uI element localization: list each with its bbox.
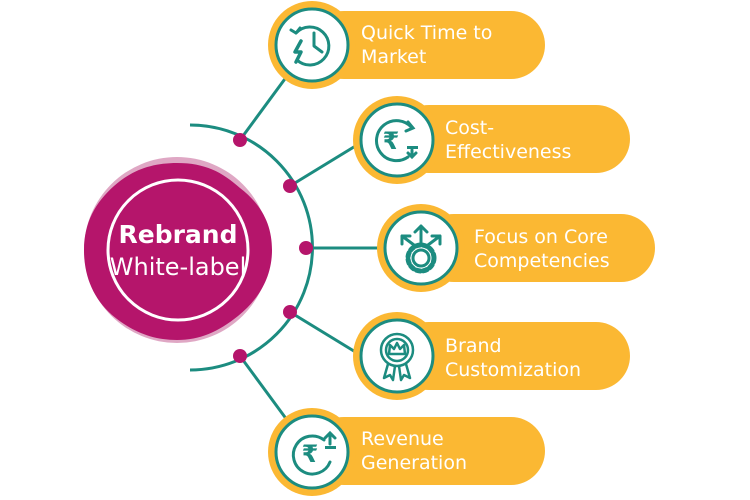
pill-brand <box>395 322 630 390</box>
hub-blob <box>84 163 272 340</box>
gear-arrows-icon <box>400 224 442 274</box>
rupee-cycle-icon <box>375 119 418 163</box>
center-subtitle: White-label <box>109 253 247 281</box>
rupee-growth-icon <box>291 430 337 476</box>
item-label-revenue: Revenue Generation <box>361 428 467 474</box>
connector-line-5 <box>238 355 292 425</box>
crown-badge-icon <box>379 332 415 382</box>
connector-line-4 <box>289 310 363 358</box>
connector-dot-3 <box>299 241 313 255</box>
pill-quick-time <box>310 11 545 79</box>
pill-focus <box>420 214 655 282</box>
rupee-glyph-1: ₹ <box>383 127 400 155</box>
rupee-glyph-5: ₹ <box>302 440 319 468</box>
connector-dot-5 <box>233 349 247 363</box>
connector-line-1 <box>238 71 292 141</box>
pill-cost <box>395 105 630 173</box>
connector-dot-2 <box>283 179 297 193</box>
hub-ring <box>106 178 250 322</box>
icon-circle-1 <box>268 1 356 89</box>
connector-dot-1 <box>233 133 247 147</box>
item-label-quick-time: Quick Time to Market <box>361 22 493 68</box>
central-hub <box>84 157 272 343</box>
icon-circle-2 <box>353 96 441 184</box>
connector-dot-4 <box>283 305 297 319</box>
icon-circle-3 <box>377 204 465 292</box>
center-title: Rebrand <box>118 220 238 249</box>
item-label-focus: Focus on Core Competencies <box>474 226 610 272</box>
item-label-cost: Cost- Effectiveness <box>445 117 572 163</box>
connector-line-2 <box>289 140 363 188</box>
pill-revenue <box>310 417 545 485</box>
icon-circle-4 <box>353 312 441 400</box>
clock-lightning-icon <box>289 25 331 67</box>
item-label-brand: Brand Customization <box>445 335 582 381</box>
